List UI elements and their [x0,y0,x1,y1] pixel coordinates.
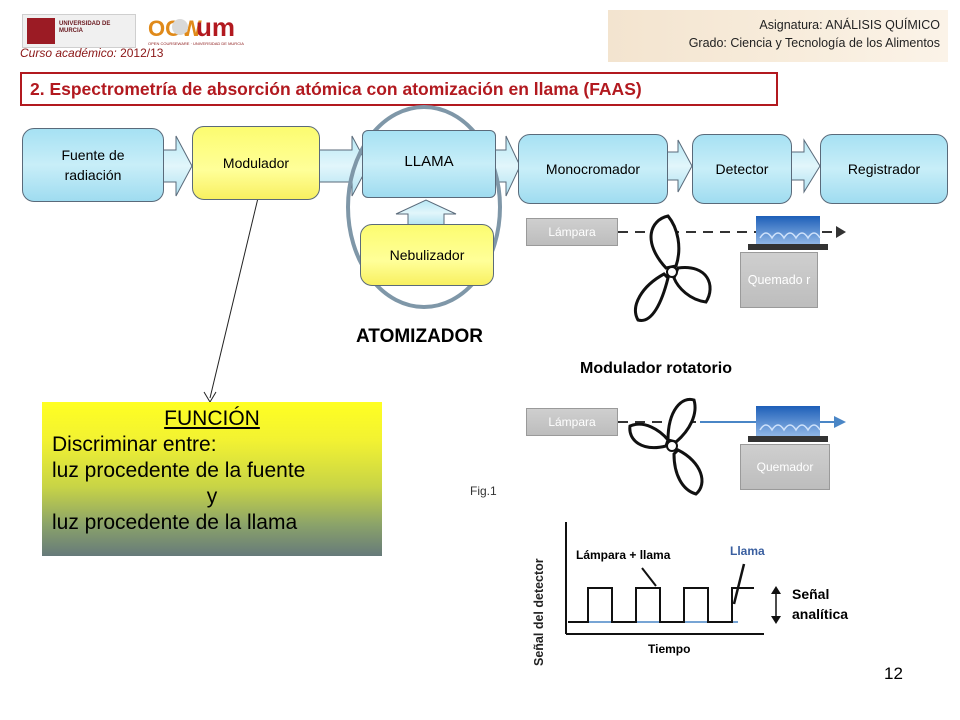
page-number: 12 [884,664,903,683]
nebulizer-label: Nebulizador [389,247,465,263]
arrow-detector-recorder [789,138,821,194]
subject-line: Asignatura: ANÁLISIS QUÍMICO [759,18,940,32]
ocw-um-logo: OCW um OPEN COURSEWARE · UNIVERSIDAD DE … [148,12,244,46]
course-year-value: 2012/13 [120,46,164,60]
detector-block: Detector [692,134,792,204]
lamp-top-box: Lámpara [526,218,618,246]
course-label: Curso académico: [20,46,117,60]
recorder-block: Registrador [820,134,948,204]
ocw-sub-text: OPEN COURSEWARE · UNIVERSIDAD DE MURCIA [148,41,244,46]
lamp-top-label: Lámpara [548,225,596,239]
lamp-flame-label: Lámpara + llama [576,548,671,562]
function-box: FUNCIÓN Discriminar entre: luz procedent… [42,402,382,556]
detector-label: Detector [715,161,769,177]
recorder-label: Registrador [847,161,921,177]
chopper-bottom-icon [628,397,704,496]
flame-signal-label: Llama [730,544,765,558]
analytic-signal-label: Señal analítica [792,584,848,624]
analytic-signal-arrow-up [771,586,781,594]
atomizer-label: ATOMIZADOR [356,326,484,347]
burner-top-plate [748,244,828,250]
function-line-2: luz procedente de la fuente [52,459,306,482]
arrow-mono-detector [665,139,693,193]
university-logo-text: UNIVERSIDAD DE MURCIA [59,21,111,34]
lamp-bottom-box: Lámpara [526,408,618,436]
course-year: Curso académico: 2012/13 [20,46,163,60]
degree-line: Grado: Ciencia y Tecnología de los Alime… [688,36,940,50]
plot-flame-pointer [732,563,746,605]
burner-bottom-plate [748,436,828,442]
monochromator-label: Monocromador [545,161,641,177]
burner-top-flame-waves [759,232,821,240]
beam-bottom-arrowhead [834,416,846,428]
modulator-function-line [209,197,259,399]
subject-banner: Asignatura: ANÁLISIS QUÍMICO Grado: Cien… [608,10,948,62]
function-line-4: luz procedente de la llama [52,511,298,534]
plot-lamp-flame-pointer [641,567,657,587]
burner-bottom-label: Quemador [756,460,814,474]
beam-top-arrowhead [836,226,846,238]
analytic-signal-line-2: analítica [792,606,849,622]
radiation-source-label: Fuente de radiación [61,147,125,183]
university-shield-icon [27,18,55,44]
modulator-block: Modulador [192,126,320,200]
university-logo: UNIVERSIDAD DE MURCIA [22,14,136,48]
plot-x-label: Tiempo [648,642,691,656]
monochromator-block: Monocromador [518,134,668,204]
function-heading: FUNCIÓN [164,407,260,430]
rotary-modulator-label: Modulador rotatorio [580,360,732,377]
um-logo-text: um [196,12,235,42]
figure-label: Fig.1 [470,484,497,498]
nebulizer-block: Nebulizador [360,224,494,286]
arrow-modulator-flame [317,135,369,197]
burner-bottom-box: Quemador [740,444,830,490]
function-line-1: Discriminar entre: [52,433,217,456]
modulator-label: Modulador [222,155,290,171]
function-line-3: y [206,485,218,508]
page-title: 2. Espectrometría de absorción atómica c… [20,72,778,106]
atomizer-ellipse [346,105,502,309]
burner-top-flame [756,216,820,244]
arrow-source-modulator [159,135,193,197]
burner-bottom-flame-waves [759,424,821,432]
arrow-nebulizer-flame [395,199,457,227]
analytic-signal-line-1: Señal [792,586,830,602]
burner-top-box: Quemado r [740,252,818,308]
burner-bottom-flame [756,406,820,436]
radiation-source-block: Fuente de radiación [22,128,164,202]
chopper-top-icon [634,214,712,322]
ocw-circle-icon [172,19,188,35]
analytic-signal-arrow-down [771,616,781,624]
lamp-bottom-label: Lámpara [548,415,596,429]
burner-top-label: Quemado r [747,273,811,287]
plot-y-label: Señal del detector [532,558,546,666]
flame-block: LLAMA [362,130,496,198]
plot-signal-trace [568,587,754,623]
flame-label: LLAMA [404,153,454,170]
